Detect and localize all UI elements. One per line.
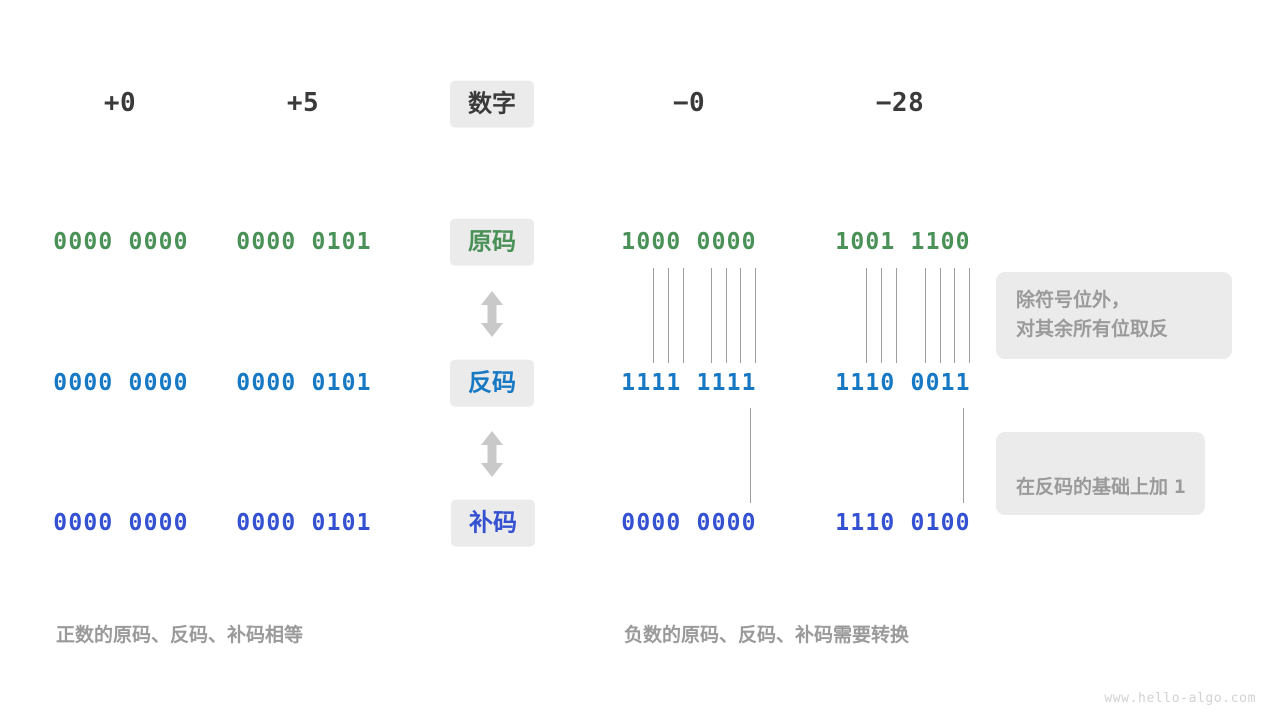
bits-sign-magnitude-plus-five: 0000 0101: [236, 229, 372, 255]
note-add-one-text: 在反码的基础上加: [1016, 476, 1169, 499]
connector-line: [750, 408, 751, 503]
connector-line: [726, 268, 727, 363]
row-label-sign-magnitude: 原码: [450, 218, 534, 266]
bits-twos-complement-plus-zero: 0000 0000: [53, 510, 189, 536]
row-label-number: 数字: [450, 80, 534, 128]
connector-line: [668, 268, 669, 363]
bits-ones-complement-plus-five: 0000 0101: [236, 370, 372, 396]
connector-line: [963, 408, 964, 503]
connector-line: [866, 268, 867, 363]
connector-line: [896, 268, 897, 363]
connector-line: [755, 268, 756, 363]
bits-twos-complement-minus-28: 1110 0100: [835, 510, 971, 536]
bits-sign-magnitude-minus-zero: 1000 0000: [621, 229, 757, 255]
bits-twos-complement-plus-five: 0000 0101: [236, 510, 372, 536]
bits-twos-complement-minus-zero: 0000 0000: [621, 510, 757, 536]
connector-line: [711, 268, 712, 363]
header-value-plus-five: +5: [286, 88, 320, 118]
bits-ones-complement-plus-zero: 0000 0000: [53, 370, 189, 396]
header-value-plus-zero: +0: [103, 88, 137, 118]
connector-line: [940, 268, 941, 363]
caption-positive: 正数的原码、反码、补码相等: [56, 624, 304, 646]
connector-line: [969, 268, 970, 363]
note-invert-bits: 除符号位外， 对其余所有位取反: [996, 272, 1232, 359]
bits-ones-complement-minus-28: 1110 0011: [835, 370, 971, 396]
row-label-twos-complement: 补码: [451, 499, 535, 547]
double-arrow-icon-sign-to-ones: [481, 291, 503, 337]
connector-line: [954, 268, 955, 363]
double-arrow-icon-ones-to-twos: [481, 431, 503, 477]
connector-line: [881, 268, 882, 363]
bits-ones-complement-minus-zero: 1111 1111: [621, 370, 757, 396]
connector-line: [740, 268, 741, 363]
header-value-minus-28: −28: [875, 88, 925, 118]
row-label-ones-complement: 反码: [450, 359, 534, 407]
header-value-minus-zero: −0: [672, 88, 706, 118]
bits-sign-magnitude-minus-28: 1001 1100: [835, 229, 971, 255]
watermark: www.hello-algo.com: [1104, 691, 1256, 706]
caption-negative: 负数的原码、反码、补码需要转换: [624, 624, 910, 646]
connector-line: [925, 268, 926, 363]
connector-line: [683, 268, 684, 363]
bits-sign-magnitude-plus-zero: 0000 0000: [53, 229, 189, 255]
connector-line: [653, 268, 654, 363]
note-add-one-value: 1: [1174, 476, 1186, 499]
